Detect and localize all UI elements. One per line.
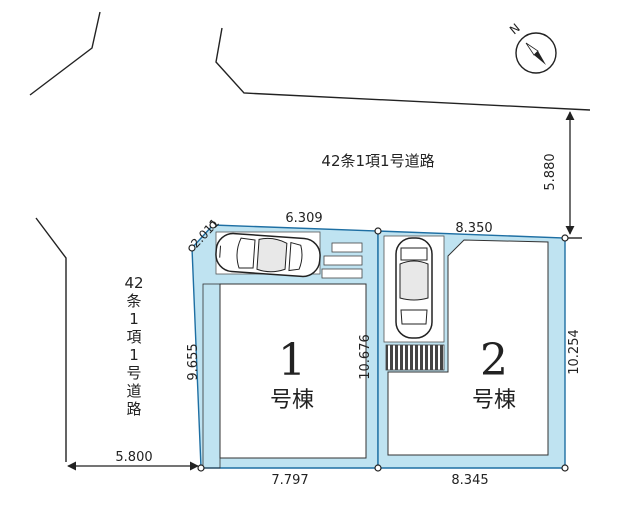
car-icon [215,232,321,278]
road-edge-top-mid [215,27,591,111]
lot-2-name: 号棟 [472,388,516,413]
lot-1-number: 1 [278,335,306,386]
lot-2-grating [385,344,445,371]
road-north-label: 42条1項1号道路 [321,152,434,170]
lot-2-edge-bottom-label: 8.345 [451,473,488,488]
road-west-width-label: 5.800 [115,450,152,465]
lot-1-edge-top-label: 6.309 [285,211,322,226]
lot-2-edge-top-label: 8.350 [455,221,492,236]
road-west-char: 項 [126,328,141,346]
road-west-char: 道 [126,382,141,400]
road-west-char: 号 [126,364,141,382]
lot-2-building-footprint [387,239,549,456]
road-west-char: 条 [126,292,141,310]
lot-1-building-footprint [219,283,367,459]
road-west-char: 1 [129,310,139,328]
lot-1-edge-bottom-label: 7.797 [271,473,308,488]
car-icon-2 [395,237,433,339]
boundary-markers [188,221,569,472]
lot-2-edge-right-label: 10.254 [567,329,582,375]
lot-1-name: 号棟 [270,388,314,413]
shared-edge-label: 10.676 [358,334,373,380]
road-north-width-label: 5.880 [543,153,558,190]
road-edge-left [35,217,67,462]
road-west-char: 路 [126,400,141,418]
lot-1-edge-left-label: 9.655 [186,343,201,380]
lot-1-steps [321,242,363,279]
road-west-char: 1 [129,346,139,364]
road-west-label: 42 条 1 項 1 号 道 路 [124,274,143,418]
road-edge-top-left [29,11,101,96]
lot-2-number: 2 [480,335,508,386]
lot-1-edge-strip-left [202,283,221,469]
compass-north-letter: N [507,21,523,37]
road-edges [29,11,591,462]
compass-icon: N [507,21,557,74]
road-west-char: 42 [124,274,143,292]
